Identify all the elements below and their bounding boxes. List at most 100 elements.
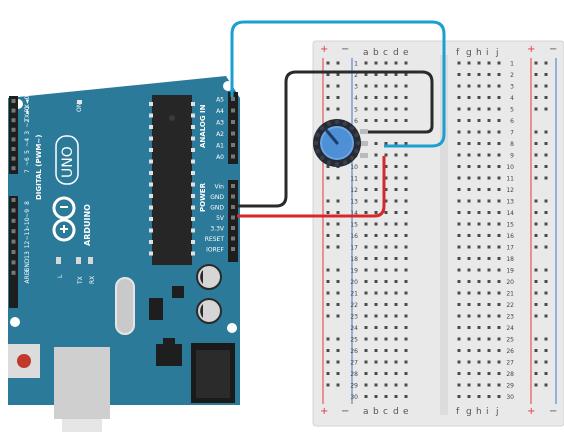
breadboard-hole[interactable] [497,61,501,65]
breadboard-hole[interactable] [497,119,501,122]
breadboard-hole[interactable] [457,96,461,99]
breadboard-hole[interactable] [394,84,398,88]
breadboard-hole[interactable] [384,107,388,111]
breadboard-hole[interactable] [457,211,461,214]
breadboard-hole[interactable] [457,291,461,295]
breadboard-hole[interactable] [384,222,388,226]
rail-hole[interactable] [326,73,330,76]
breadboard-hole[interactable] [364,383,368,387]
digital-pin-hole[interactable] [11,260,16,265]
rail-hole[interactable] [544,211,548,214]
rail-hole[interactable] [534,314,538,318]
potentiometer[interactable] [313,119,368,167]
breadboard-hole[interactable] [394,314,398,318]
breadboard-hole[interactable] [404,349,408,352]
rail-hole[interactable] [544,222,548,226]
breadboard-hole[interactable] [487,61,491,65]
breadboard-hole[interactable] [477,257,481,260]
breadboard-hole[interactable] [394,395,398,398]
breadboard-hole[interactable] [487,119,491,122]
breadboard-hole[interactable] [404,153,408,157]
breadboard-hole[interactable] [477,96,481,99]
breadboard-hole[interactable] [497,291,501,295]
breadboard-hole[interactable] [404,199,408,203]
analog-pin-hole[interactable] [231,120,235,124]
rail-hole[interactable] [336,176,340,180]
breadboard-hole[interactable] [364,349,368,352]
rail-hole[interactable] [534,107,538,111]
breadboard-hole[interactable] [457,73,461,76]
breadboard-hole[interactable] [374,234,378,237]
breadboard-hole[interactable] [374,360,378,364]
breadboard-hole[interactable] [364,280,368,283]
rail-hole[interactable] [544,291,548,295]
breadboard-hole[interactable] [497,245,501,249]
breadboard-hole[interactable] [477,73,481,76]
power-pin-hole[interactable] [231,226,235,230]
rail-hole[interactable] [544,314,548,318]
breadboard-hole[interactable] [404,303,408,306]
breadboard-hole[interactable] [457,383,461,387]
breadboard-hole[interactable] [487,257,491,260]
breadboard-hole[interactable] [487,96,491,99]
analog-pin-hole[interactable] [231,154,235,159]
breadboard-hole[interactable] [394,222,398,226]
power-pin-hole[interactable] [231,184,235,188]
breadboard-hole[interactable] [374,222,378,226]
rail-hole[interactable] [326,234,330,237]
breadboard-hole[interactable] [374,107,378,111]
breadboard-hole[interactable] [487,107,491,111]
breadboard-hole[interactable] [374,165,378,168]
reset-button[interactable] [17,354,31,368]
breadboard-hole[interactable] [457,222,461,226]
breadboard-hole[interactable] [364,211,368,214]
breadboard-hole[interactable] [467,326,471,329]
wire-red-5v[interactable] [237,156,386,218]
breadboard-hole[interactable] [457,84,461,88]
rail-hole[interactable] [544,280,548,283]
rail-hole[interactable] [326,211,330,214]
breadboard-hole[interactable] [374,337,378,341]
power-pin-hole[interactable] [231,205,235,209]
rail-hole[interactable] [336,280,340,283]
rail-hole[interactable] [544,303,548,306]
breadboard-hole[interactable] [457,372,461,375]
breadboard-hole[interactable] [467,234,471,237]
rail-hole[interactable] [326,96,330,99]
breadboard-hole[interactable] [457,153,461,157]
breadboard-hole[interactable] [497,211,501,214]
breadboard-hole[interactable] [467,291,471,295]
rail-hole[interactable] [326,245,330,249]
breadboard-hole[interactable] [364,73,368,76]
breadboard-hole[interactable] [467,395,471,398]
breadboard-hole[interactable] [384,61,388,65]
rail-hole[interactable] [326,383,330,387]
breadboard-hole[interactable] [497,199,501,203]
breadboard-hole[interactable] [477,395,481,398]
breadboard-hole[interactable] [477,337,481,341]
power-pin-hole[interactable] [231,247,235,251]
breadboard-hole[interactable] [374,372,378,375]
breadboard-hole[interactable] [487,234,491,237]
breadboard-hole[interactable] [487,73,491,76]
breadboard-hole[interactable] [384,326,388,329]
breadboard-hole[interactable] [477,142,481,145]
breadboard-hole[interactable] [394,142,398,145]
rail-hole[interactable] [544,199,548,203]
rail-hole[interactable] [326,165,330,168]
rail-hole[interactable] [534,291,538,295]
breadboard-hole[interactable] [497,383,501,387]
breadboard-hole[interactable] [364,107,368,111]
breadboard-hole[interactable] [467,130,471,134]
rail-hole[interactable] [534,303,538,306]
breadboard-hole[interactable] [364,165,368,168]
breadboard-hole[interactable] [404,326,408,329]
breadboard-hole[interactable] [487,349,491,352]
rail-hole[interactable] [336,199,340,203]
breadboard-hole[interactable] [394,234,398,237]
rail-hole[interactable] [534,268,538,272]
breadboard-hole[interactable] [477,372,481,375]
rail-hole[interactable] [544,61,548,65]
breadboard-hole[interactable] [404,372,408,375]
breadboard-hole[interactable] [467,153,471,157]
